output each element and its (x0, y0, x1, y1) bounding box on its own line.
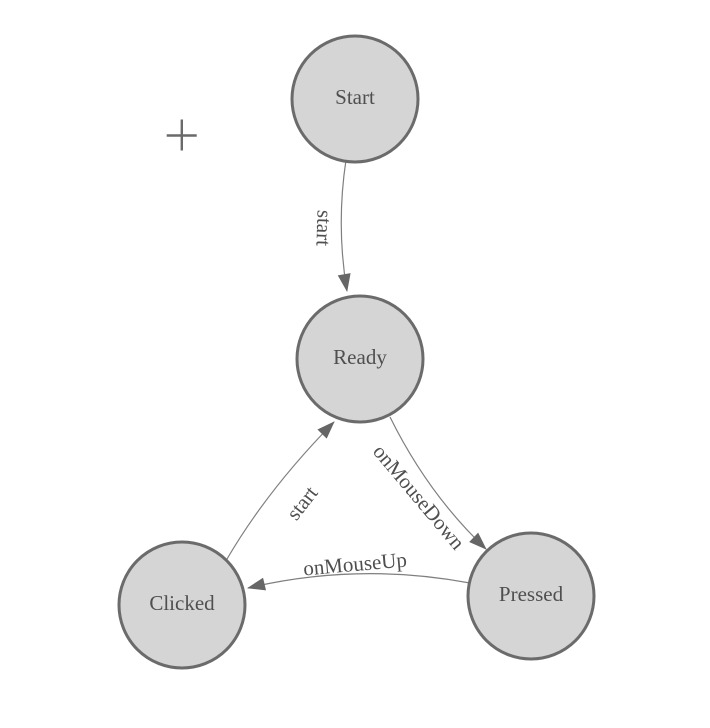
transition-pressed-to-clicked[interactable] (247, 573, 471, 591)
crosshair-cursor-icon (166, 119, 197, 151)
state-circle-ready[interactable] (295, 294, 425, 424)
state-node-clicked[interactable]: Clicked (117, 540, 247, 670)
state-label-pressed: Pressed (499, 582, 564, 606)
transition-label-ready-to-pressed: onMouseDown (368, 440, 470, 555)
state-circle-pressed[interactable] (466, 531, 596, 661)
transition-label-pressed-to-clicked: onMouseUp (302, 548, 408, 581)
state-node-ready[interactable]: Ready (295, 294, 425, 424)
state-node-pressed[interactable]: Pressed (466, 531, 596, 661)
transition-ready-to-pressed[interactable] (389, 416, 487, 550)
transition-label-clicked-to-ready: start (281, 481, 322, 524)
state-node-start[interactable]: Start (290, 34, 420, 164)
state-label-clicked: Clicked (149, 591, 215, 615)
state-label-start: Start (335, 85, 375, 109)
state-label-ready: Ready (333, 345, 387, 369)
state-circle-start[interactable] (290, 34, 420, 164)
transition-clicked-to-ready[interactable] (226, 421, 335, 560)
transition-label-start-to-ready: start (311, 210, 336, 247)
state-circle-clicked[interactable] (117, 540, 247, 670)
transition-start-to-ready[interactable] (337, 159, 351, 292)
